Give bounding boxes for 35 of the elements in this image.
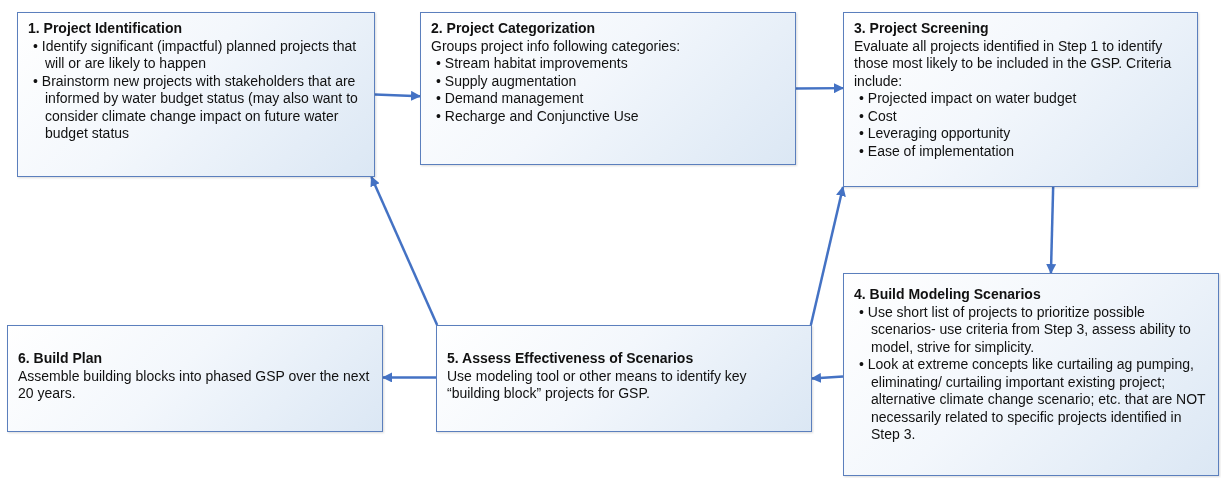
step-box [843, 12, 1198, 187]
arrow [809, 186, 846, 326]
step-description: Use modeling tool or other means to identify key “building block” projects for GSP. [447, 367, 748, 403]
bullet-text: • Leveraging opportunity [858, 125, 1012, 143]
arrow [811, 372, 844, 383]
bullet-text: • Projected impact on water budget [858, 90, 1078, 108]
step-heading: 5. Assess Effectiveness of Scenarios [447, 350, 695, 368]
arrow [796, 83, 844, 94]
bullet-text: • Recharge and Conjunctive Use [435, 107, 640, 125]
step-description: Assemble building blocks into phased GSP over the next 20 years. [18, 367, 371, 403]
step-box [17, 12, 375, 177]
arrow [1046, 186, 1057, 274]
step-box [420, 12, 796, 165]
arrow [382, 372, 436, 383]
step-heading: 1. Project Identification [28, 20, 184, 38]
bullet-text: • Identify significant (impactful) planned projects that will or are likely to happen [32, 37, 358, 73]
step-box [843, 273, 1219, 476]
bullet-text: • Demand management [435, 90, 585, 108]
bullet-text: • Use short list of projects to prioritize possible scenarios- use criteria from Step 3, assess ability to model, strive for simplicity. [858, 303, 1192, 356]
arrow [370, 176, 439, 326]
step-description: Evaluate all projects identified in Step 1 to identify those most likely to be included in the GSP. Criteria include: [854, 37, 1173, 90]
step-heading: 4. Build Modeling Scenarios [854, 286, 1042, 304]
bullet-text: • Ease of implementation [858, 142, 1016, 160]
bullet-text: • Supply augmentation [435, 72, 578, 90]
step-description: Groups project info following categories: [431, 37, 682, 55]
arrow [374, 90, 421, 101]
bullet-text: • Brainstorm new projects with stakeholders that are informed by water budget status (may also want to consider climate change impact on future water budget status [32, 72, 359, 143]
bullet-text: • Stream habitat improvements [435, 55, 629, 73]
step-box [7, 325, 383, 432]
step-box [436, 325, 812, 432]
step-heading: 2. Project Categorization [431, 20, 597, 38]
step-heading: 6. Build Plan [18, 350, 103, 368]
bullet-text: • Look at extreme concepts like curtailing ag pumping, eliminating/ curtailing important existing project; alternative climate change scenario; etc. that are NOT necessarily related to specific projects identified in Step 3. [858, 356, 1207, 444]
bullet-text: • Cost [858, 107, 898, 125]
step-heading: 3. Project Screening [854, 20, 990, 38]
